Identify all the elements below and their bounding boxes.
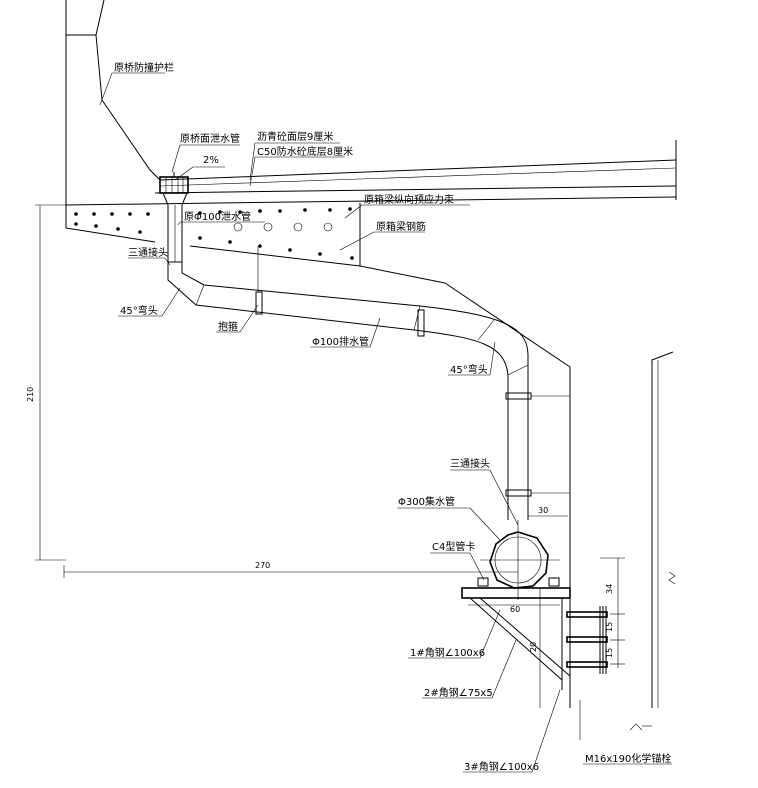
label-elbow-left: 45°弯头 [120, 304, 158, 317]
label-concrete: C50防水砼底层8厘米 [257, 145, 353, 158]
label-elbow-right: 45°弯头 [450, 363, 488, 376]
label-bolt: M16x190化学锚栓 [585, 752, 671, 765]
prestress-ducts [233, 222, 333, 232]
guardrail-outline [65, 0, 161, 228]
leader-lines [99, 72, 672, 773]
label-clamp: 抱箍 [218, 320, 238, 333]
label-tee-upper: 三通接头 [128, 246, 168, 259]
label-deck-drain: 原桥面泄水管 [180, 132, 240, 145]
label-angle3: 3#角钢∠100x6 [464, 760, 539, 773]
label-tee-lower: 三通接头 [450, 457, 490, 470]
steel-bracket [461, 587, 608, 690]
label-pipe100: Φ100排水管 [312, 335, 369, 348]
label-prestress: 原箱梁纵向预应力束 [364, 193, 454, 206]
pier-outline [629, 351, 676, 731]
label-angle1: 1#角钢∠100x6 [410, 646, 485, 659]
dim-15-lower: 15 [605, 648, 614, 658]
label-angle2: 2#角钢∠75x5 [424, 686, 493, 699]
dimension-values: 210 270 30 60 34 15 15 20 [26, 387, 614, 658]
deck-drain-pipe [159, 172, 189, 263]
label-slope: 2% [203, 155, 219, 166]
label-pipe300: Φ300集水管 [398, 495, 455, 508]
rebar-dots [74, 207, 354, 260]
dim-270: 270 [255, 561, 270, 570]
dim-20: 20 [529, 642, 538, 652]
dim-30: 30 [538, 506, 548, 515]
dim-15-upper: 15 [605, 622, 614, 632]
annotations: 原桥防撞护栏 原桥面泄水管 2% 沥青砼面层9厘米 C50防水砼底层8厘米 原箱… [114, 61, 671, 773]
label-rebar: 原箱梁钢筋 [376, 220, 426, 233]
dimension-lines [35, 204, 625, 740]
label-guardrail: 原桥防撞护栏 [114, 61, 174, 74]
box-girder-flange [65, 203, 571, 708]
dim-60: 60 [510, 605, 520, 614]
drain-pipe-100 [167, 246, 570, 520]
label-asphalt: 沥青砼面层9厘米 [257, 130, 333, 143]
label-c4-clamp: C4型管卡 [432, 540, 475, 553]
dim-210: 210 [26, 387, 35, 402]
label-drain100-in-deck: 原Φ100泄水管 [184, 210, 251, 223]
dim-34: 34 [605, 584, 614, 594]
